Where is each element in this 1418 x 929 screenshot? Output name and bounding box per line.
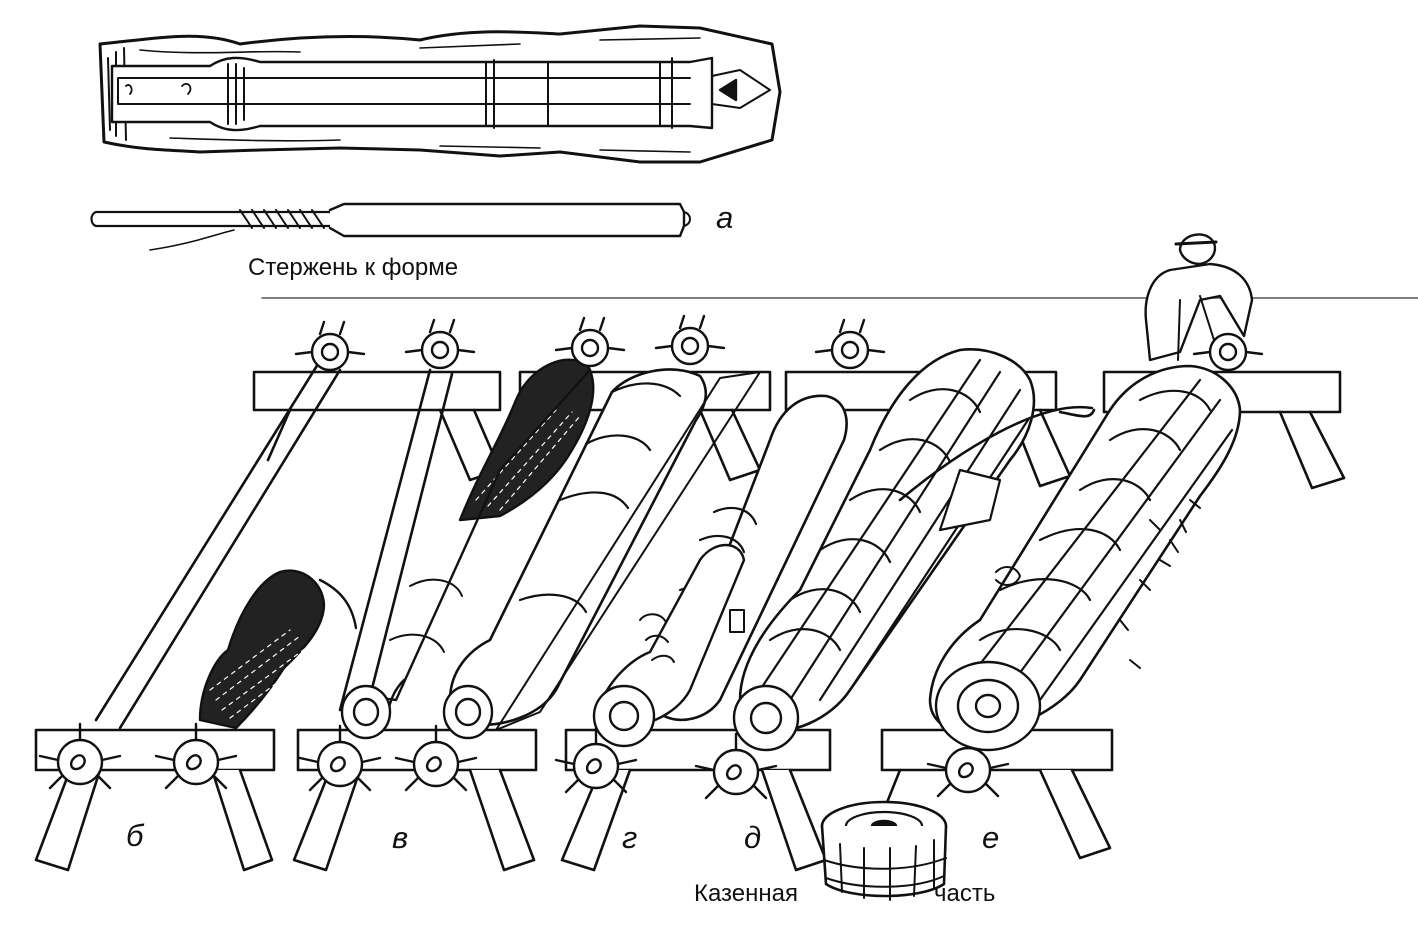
stage-v-pattern [338,358,761,731]
stage-b-rod [94,362,358,730]
breech-part [820,800,948,901]
mold-section-a [98,24,782,164]
core-rod-drawing [90,202,691,251]
stage-e-bound-mold [928,233,1254,736]
label-d: д [744,820,762,855]
label-b: б [126,818,144,853]
stage-g-core [598,394,848,728]
breech-caption-right: часть [934,880,996,907]
label-a: а [716,200,734,235]
label-g: г [622,820,638,855]
rod-caption: Стержень к форме [248,254,459,281]
capstans-front [38,722,1010,800]
capstans-back [294,314,1264,372]
label-e: е [982,820,1000,855]
end-flanges [340,660,1042,752]
breech-caption-left: Казенная [694,880,798,907]
label-v: в [392,820,409,855]
stage-d-frame [738,348,1096,733]
